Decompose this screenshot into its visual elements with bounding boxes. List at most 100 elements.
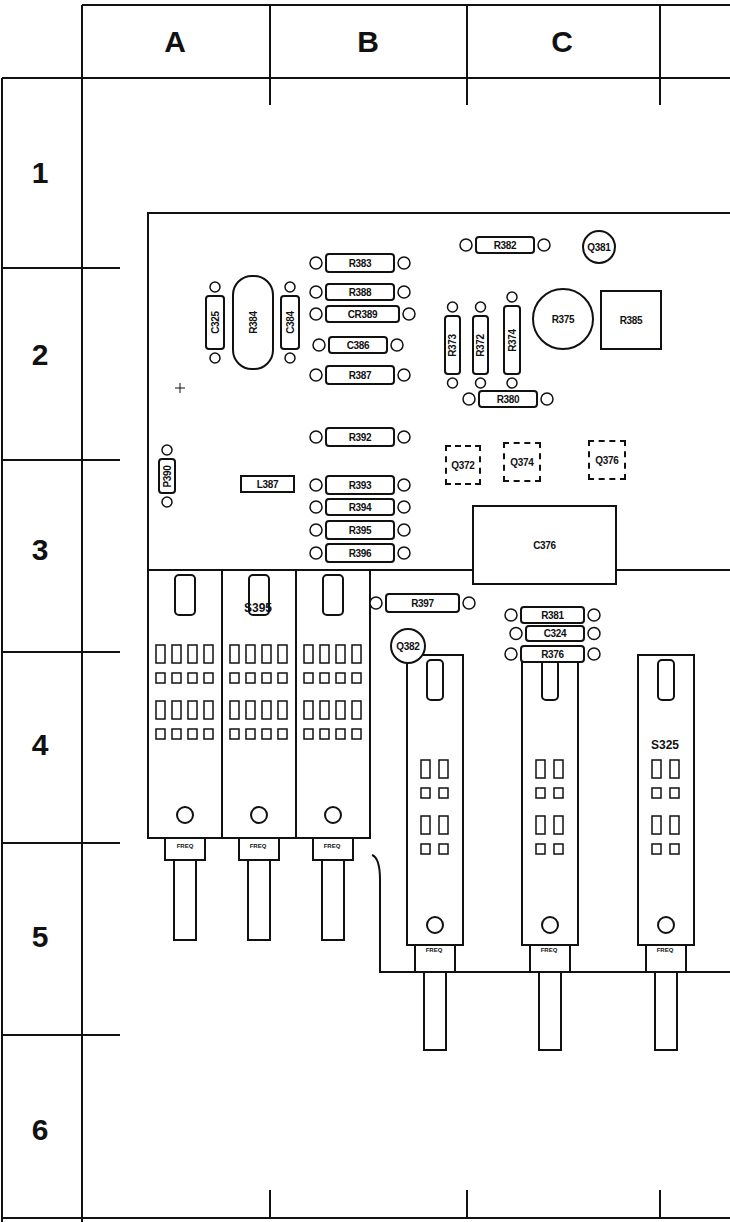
solder-pad: [463, 393, 475, 405]
switch-contact: [652, 844, 661, 854]
solder-pad: [210, 282, 220, 292]
component-label: Q374: [510, 457, 533, 468]
switch-shaft: [174, 860, 196, 940]
grid-reference: B: [357, 25, 379, 59]
switch-contact: [352, 673, 361, 683]
switch-contact: [304, 701, 313, 719]
solder-pad: [505, 609, 517, 621]
switch-base: [530, 945, 570, 972]
component-label: R382: [494, 240, 517, 251]
solder-pad: [310, 286, 322, 298]
switch-contact: [421, 760, 430, 778]
switch-contact: [230, 729, 239, 739]
component-outline: R383: [325, 253, 395, 273]
component-outline: R375: [532, 288, 594, 350]
switch-contact: [320, 673, 329, 683]
component-label: R373: [447, 334, 458, 357]
grid-reference: A: [164, 25, 186, 59]
component-outline: R374: [503, 305, 521, 375]
switch-contact: [188, 729, 197, 739]
switch-contact: [204, 729, 213, 739]
solder-pad: [310, 501, 322, 513]
solder-pad: [398, 257, 410, 269]
switch-screw: [427, 917, 443, 933]
switch-contact: [204, 701, 213, 719]
switch-contact: [156, 701, 165, 719]
solder-pad: [505, 648, 517, 660]
component-outline: Q372: [445, 445, 481, 485]
component-outline: C384: [280, 295, 300, 350]
component-outline: R384: [232, 275, 274, 370]
switch-base: [239, 838, 279, 860]
column-ticks: [270, 5, 660, 1218]
solder-pad: [460, 239, 472, 251]
component-label: C384: [285, 311, 296, 334]
grid-frame: [2, 5, 730, 1222]
solder-pad: [398, 501, 410, 513]
solder-pad: [398, 479, 410, 491]
solder-pad: [391, 339, 403, 351]
switch-base: [313, 838, 353, 860]
switch-contact: [156, 673, 165, 683]
switch-tab: [323, 575, 343, 615]
component-outline: R382: [475, 236, 535, 254]
switch-contact: [262, 729, 271, 739]
switch-contact: [536, 788, 545, 798]
switch-contact: [172, 729, 181, 739]
switch-contact: [670, 816, 679, 834]
component-label: R393: [349, 480, 372, 491]
component-label: R374: [507, 329, 518, 352]
switch-contact: [262, 673, 271, 683]
switch-contact: [304, 729, 313, 739]
component-outline: P390: [158, 458, 176, 494]
switch-contact: [554, 760, 563, 778]
switch-contact: [156, 729, 165, 739]
switch-contact: [320, 701, 329, 719]
switch-contact: [246, 701, 255, 719]
component-label: C376: [533, 540, 556, 551]
switch-contact: [554, 844, 563, 854]
component-label: R380: [497, 394, 520, 405]
component-label: R397: [411, 598, 434, 609]
component-label: R395: [349, 525, 372, 536]
grid-reference: 5: [32, 920, 49, 954]
switch-screw: [177, 807, 193, 823]
solder-pad: [588, 648, 600, 660]
solder-pad: [285, 353, 295, 363]
grid-reference: 1: [32, 156, 49, 190]
switch-base: [415, 945, 455, 972]
component-label: R376: [541, 649, 564, 660]
switch-contact: [670, 760, 679, 778]
switch-contact: [652, 788, 661, 798]
component-label: C325: [210, 311, 221, 334]
component-label: C324: [544, 628, 567, 639]
switch-body: [522, 655, 578, 945]
component-label: Q372: [451, 460, 474, 471]
component-label: R392: [349, 432, 372, 443]
grid-reference: 3: [32, 533, 49, 567]
component-label: R387: [349, 370, 372, 381]
switch-tab: [658, 660, 674, 700]
solder-pad: [507, 292, 517, 302]
component-label: R396: [349, 548, 372, 559]
switch-contact: [421, 844, 430, 854]
switch-contact: [188, 645, 197, 663]
component-outline: C324: [525, 625, 585, 642]
switch-contact: [670, 788, 679, 798]
component-outline: Q374: [503, 442, 541, 482]
solder-pad: [448, 378, 458, 388]
switch-contact: [320, 729, 329, 739]
switch-contact: [188, 701, 197, 719]
solder-pad: [476, 302, 486, 312]
solder-pad: [310, 257, 322, 269]
component-label: Q376: [595, 455, 618, 466]
component-outline: Q382: [390, 628, 426, 664]
switch-body: [148, 570, 222, 838]
switch-contact: [336, 645, 345, 663]
switch-contact: [278, 673, 287, 683]
solder-pad: [313, 339, 325, 351]
part-label: S395: [244, 601, 272, 615]
component-outline: R380: [478, 390, 538, 408]
component-label: P390: [162, 465, 173, 487]
switch-body: [296, 570, 370, 838]
